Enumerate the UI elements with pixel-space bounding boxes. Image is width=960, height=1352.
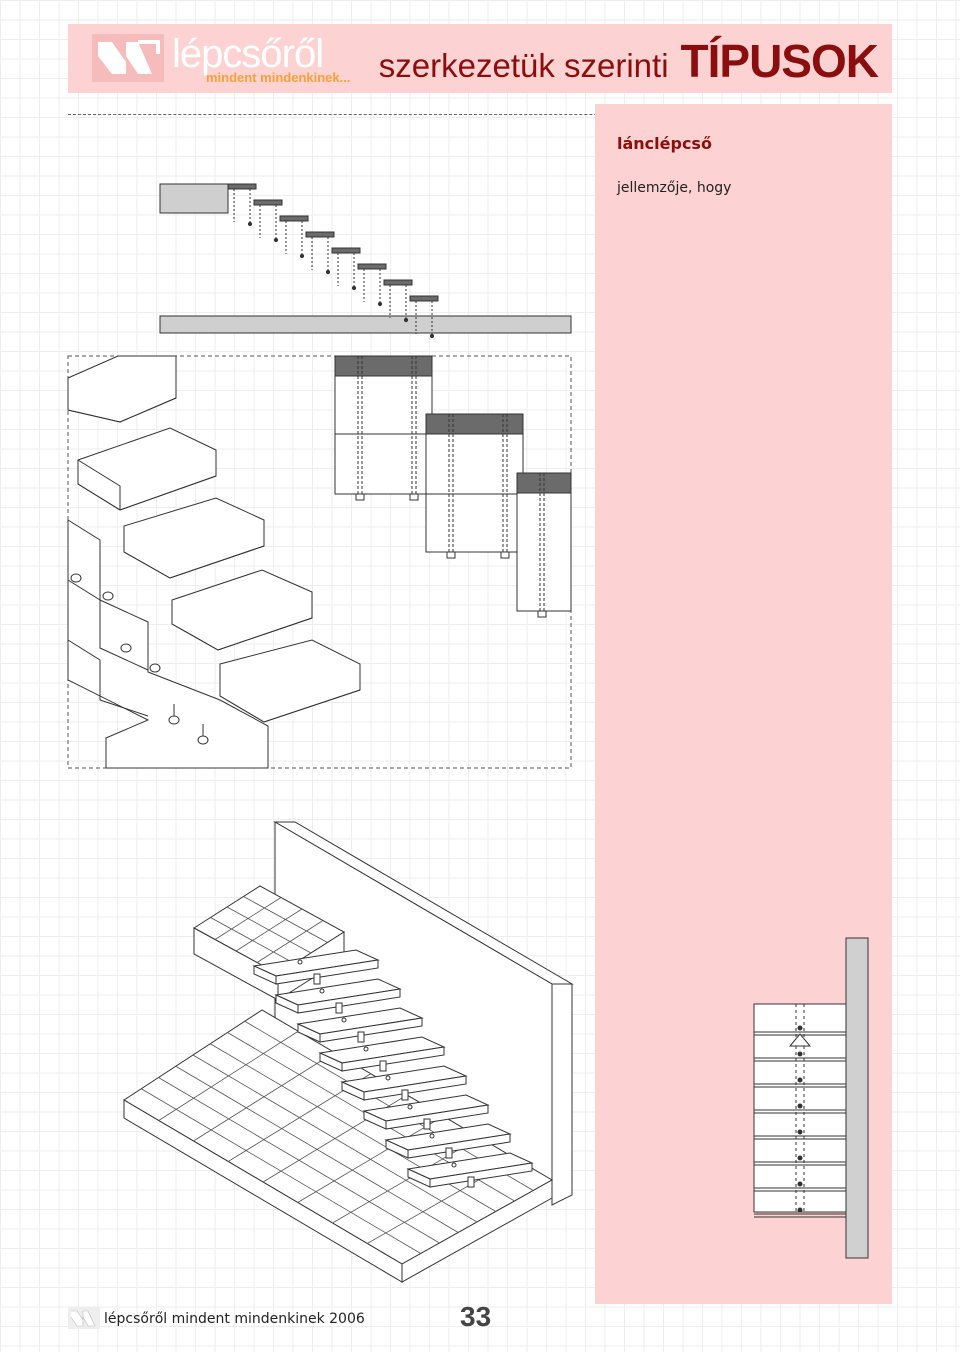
spacer: [379, 1060, 387, 1072]
bolt-head: [429, 1133, 435, 1139]
stair-iso-room: [123, 821, 574, 1283]
plan-bolt: [797, 1129, 803, 1135]
section-title: lánclépcső: [617, 134, 712, 153]
footer-logo-icon: [68, 1307, 100, 1329]
stair-plan: [753, 937, 869, 1259]
page-number: 33: [460, 1301, 492, 1332]
section-text: jellemzője, hogy: [617, 180, 732, 196]
tread-front: [429, 1162, 533, 1188]
spacer: [445, 1147, 453, 1159]
tread: [331, 247, 361, 254]
bolt-head: [325, 269, 331, 275]
plan-bolt: [797, 1077, 803, 1083]
tile-line: [243, 896, 328, 943]
tread: [383, 279, 413, 286]
bolt-head: [407, 1104, 413, 1110]
plan-bolt: [797, 1103, 803, 1109]
tread: [227, 183, 257, 190]
bolt-head: [385, 1075, 391, 1081]
bolt-head: [429, 333, 435, 339]
bolt-head: [319, 988, 325, 994]
bolt-head: [351, 285, 357, 291]
plan-bolt: [797, 1025, 803, 1031]
page-title-bold: TÍPUSOK: [680, 35, 879, 87]
spacer: [401, 1089, 409, 1101]
stair-side-elevation: [159, 183, 572, 339]
tread-front: [363, 1075, 467, 1101]
spacer: [423, 1118, 431, 1130]
bolt-head: [377, 301, 383, 307]
plan-bolt: [797, 1155, 803, 1161]
tread: [279, 215, 309, 222]
tread: [253, 199, 283, 206]
tread-front: [341, 1046, 445, 1072]
bolt-head: [341, 1017, 347, 1023]
bolt-head: [363, 1046, 369, 1052]
tread-front: [385, 1104, 489, 1130]
tile-line: [235, 908, 303, 952]
spacer: [335, 1002, 343, 1014]
tile-line: [332, 1137, 480, 1224]
page-title: szerkezetük szerinti TÍPUSOK: [378, 34, 879, 88]
plan-bolt: [797, 1051, 803, 1057]
bolt-head: [273, 237, 279, 243]
tread: [305, 231, 335, 238]
tread: [409, 295, 439, 302]
logo-icon: [92, 34, 164, 82]
bolt-head: [451, 1162, 457, 1168]
spacer: [357, 1031, 365, 1043]
plan-bolt: [797, 1207, 803, 1213]
bolt-head: [297, 959, 303, 965]
header-band: [68, 24, 892, 93]
stair-iso-detail: [67, 355, 572, 769]
page-title-light: szerkezetük szerinti: [378, 47, 669, 84]
header-divider: [68, 114, 868, 115]
tread-front: [275, 959, 379, 985]
bolt-head: [247, 221, 253, 227]
tile-line: [158, 1030, 299, 1121]
footer-text: lépcsőről mindent mindenkinek 2006: [104, 1311, 365, 1327]
spacer: [467, 1176, 475, 1188]
tile-line: [193, 1052, 335, 1142]
tile-line: [256, 920, 324, 963]
tread-front: [319, 1017, 423, 1043]
plan-bolt: [797, 1181, 803, 1187]
bolt-head: [403, 317, 409, 323]
logo-tagline: mindent mindenkinek...: [206, 70, 351, 85]
bolt-head: [299, 253, 305, 259]
tile-line: [297, 1115, 444, 1203]
tread: [357, 263, 387, 270]
spacer: [313, 973, 321, 985]
tread-front: [407, 1133, 511, 1159]
tread-front: [297, 988, 401, 1014]
logo-name: lépcsőről: [172, 32, 324, 76]
